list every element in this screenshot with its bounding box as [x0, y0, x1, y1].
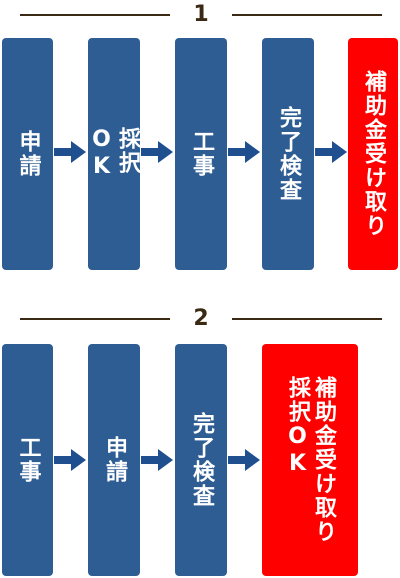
divider-line-left — [20, 14, 170, 16]
step-label: 採択 OK — [89, 127, 140, 181]
step-label: 完了検査 — [276, 106, 301, 202]
step-label: 工事 — [189, 130, 214, 178]
section-1-divider: 1 — [20, 2, 382, 28]
arrow-right-icon — [141, 141, 173, 163]
step-application: 申請 — [88, 344, 140, 576]
step-application: 申請 — [2, 38, 53, 270]
step-label: 補助金受け取り — [361, 70, 386, 238]
divider-line-right — [232, 14, 382, 16]
divider-line-left — [20, 318, 170, 320]
section-1-number: 1 — [193, 2, 209, 27]
step-label: 申請 — [102, 436, 127, 484]
step-receive-subsidy: 補助金受け取り — [348, 38, 398, 270]
divider-line-right — [232, 318, 382, 320]
arrow-right-icon — [54, 449, 86, 471]
arrow-right-icon — [315, 141, 347, 163]
step-receive-subsidy-adoption-ok: 補助金受け取り 採択OK — [262, 344, 358, 576]
step-label: 工事 — [15, 436, 41, 484]
step-completion-inspection: 完了検査 — [262, 38, 314, 270]
arrow-right-icon — [228, 141, 260, 163]
section-2-number: 2 — [193, 306, 209, 331]
step-label: 申請 — [15, 130, 41, 178]
step-completion-inspection: 完了検査 — [175, 344, 227, 576]
step-adoption-ok: 採択 OK — [88, 38, 140, 270]
arrow-right-icon — [141, 449, 173, 471]
step-label: 完了検査 — [189, 412, 214, 508]
step-label: 補助金受け取り 採択OK — [285, 376, 336, 544]
step-construction: 工事 — [175, 38, 227, 270]
section-2-divider: 2 — [20, 306, 382, 332]
arrow-right-icon — [54, 141, 86, 163]
step-construction: 工事 — [2, 344, 53, 576]
arrow-right-icon — [228, 449, 260, 471]
